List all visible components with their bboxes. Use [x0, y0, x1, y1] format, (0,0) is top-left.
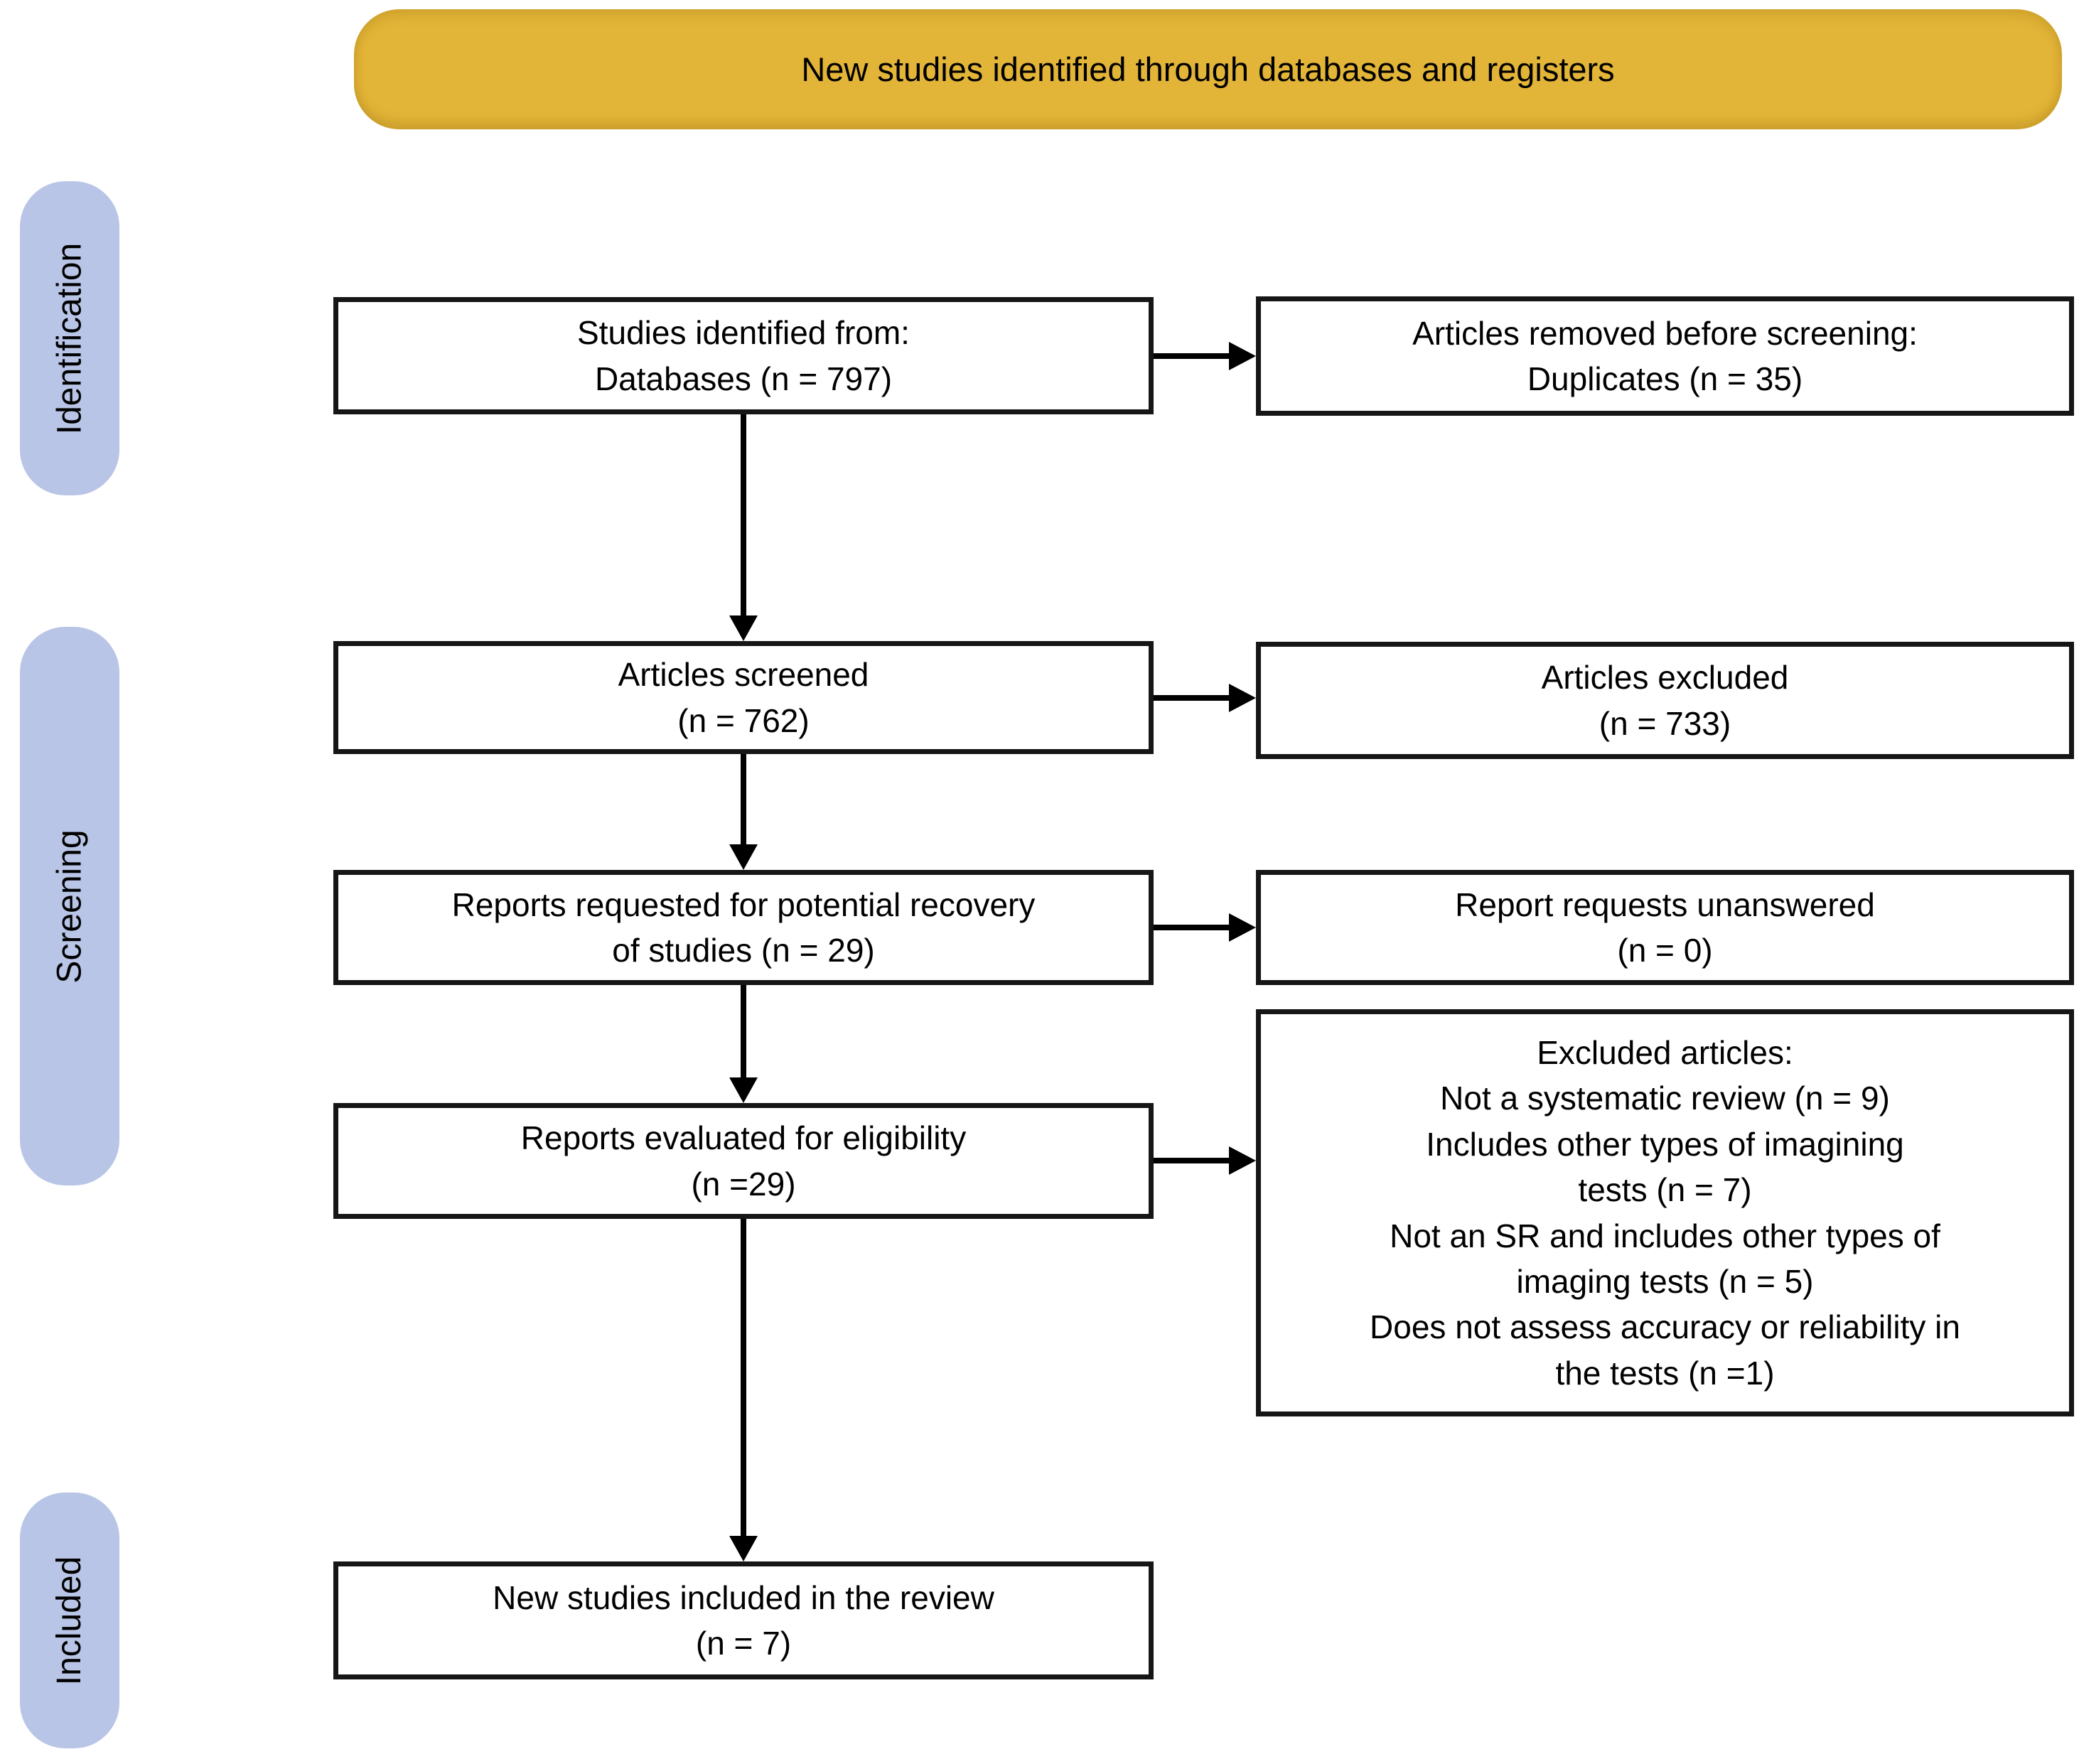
stage-included-label: Included [50, 1556, 89, 1685]
connector-line-requested-to-evaluated [741, 985, 746, 1079]
box-articles-excluded-line1: Articles excluded [1541, 659, 1789, 697]
arrowhead-right-unanswered-icon [1229, 913, 1256, 942]
box-articles-removed-line2: Duplicates (n = 35) [1527, 360, 1803, 397]
box-articles-removed-line1: Articles removed before screening: [1412, 314, 1918, 352]
box-articles-removed: Articles removed before screening: Dupli… [1256, 296, 2074, 416]
box-studies-identified-line1: Studies identified from: [577, 314, 910, 352]
connector-line-identified-to-screened [741, 414, 746, 617]
box-reports-requested-line1: Reports requested for potential recovery [451, 886, 1036, 923]
box-reports-requested: Reports requested for potential recovery… [333, 870, 1154, 985]
box-excluded-articles-line2: Not a systematic review (n = 9) [1440, 1080, 1890, 1117]
banner-new-studies: New studies identified through databases… [354, 9, 2062, 129]
connector-line-evaluated-to-included [741, 1219, 746, 1537]
box-excluded-articles: Excluded articles: Not a systematic revi… [1256, 1009, 2074, 1416]
connector-line-evaluated-to-excluded-articles [1154, 1158, 1230, 1163]
box-articles-screened: Articles screened (n = 762) [333, 641, 1154, 754]
stage-identification: Identification [20, 181, 119, 495]
arrowhead-down-requested-icon [729, 844, 758, 870]
box-reports-evaluated: Reports evaluated for eligibility (n =29… [333, 1103, 1154, 1219]
box-excluded-articles-line7: Does not assess accuracy or reliability … [1370, 1308, 1960, 1346]
box-excluded-articles-line1: Excluded articles: [1537, 1033, 1793, 1071]
arrowhead-right-excluded-icon [1229, 684, 1256, 712]
arrowhead-right-removed-icon [1229, 342, 1256, 370]
connector-line-requested-to-unanswered [1154, 925, 1230, 930]
box-reports-evaluated-line2: (n =29) [691, 1165, 796, 1203]
box-requests-unanswered: Report requests unanswered (n = 0) [1256, 870, 2074, 985]
stage-screening: Screening [20, 627, 119, 1185]
box-excluded-articles-line5: Not an SR and includes other types of [1390, 1217, 1940, 1254]
box-studies-identified-line2: Databases (n = 797) [594, 360, 893, 397]
box-articles-excluded: Articles excluded (n = 733) [1256, 642, 2074, 759]
box-requests-unanswered-line1: Report requests unanswered [1455, 886, 1875, 923]
box-new-studies-included: New studies included in the review (n = … [333, 1561, 1154, 1679]
box-reports-requested-line2: of studies (n = 29) [612, 932, 875, 969]
arrowhead-right-excluded-articles-icon [1229, 1146, 1256, 1175]
connector-line-identified-to-removed [1154, 353, 1230, 359]
box-requests-unanswered-line2: (n = 0) [1617, 932, 1713, 969]
connector-line-screened-to-excluded [1154, 695, 1230, 701]
box-new-studies-included-line2: (n = 7) [695, 1625, 792, 1662]
arrowhead-down-evaluated-icon [729, 1077, 758, 1103]
box-excluded-articles-line4: tests (n = 7) [1578, 1171, 1752, 1209]
box-new-studies-included-line1: New studies included in the review [493, 1579, 994, 1616]
stage-screening-label: Screening [50, 829, 89, 984]
connector-line-screened-to-requested [741, 754, 746, 846]
banner-label: New studies identified through databases… [801, 50, 1615, 88]
box-excluded-articles-line8: the tests (n =1) [1555, 1354, 1775, 1392]
box-reports-evaluated-line1: Reports evaluated for eligibility [520, 1119, 967, 1157]
box-studies-identified: Studies identified from: Databases (n = … [333, 297, 1154, 414]
box-articles-excluded-line2: (n = 733) [1599, 704, 1731, 742]
box-articles-screened-line2: (n = 762) [677, 701, 810, 739]
arrowhead-down-included-icon [729, 1536, 758, 1561]
box-excluded-articles-line6: imaging tests (n = 5) [1516, 1262, 1814, 1300]
arrowhead-down-screened-icon [729, 615, 758, 641]
stage-identification-label: Identification [50, 242, 89, 434]
box-articles-screened-line1: Articles screened [618, 656, 869, 694]
stage-included: Included [20, 1493, 119, 1748]
box-excluded-articles-line3: Includes other types of imagining [1426, 1125, 1904, 1163]
